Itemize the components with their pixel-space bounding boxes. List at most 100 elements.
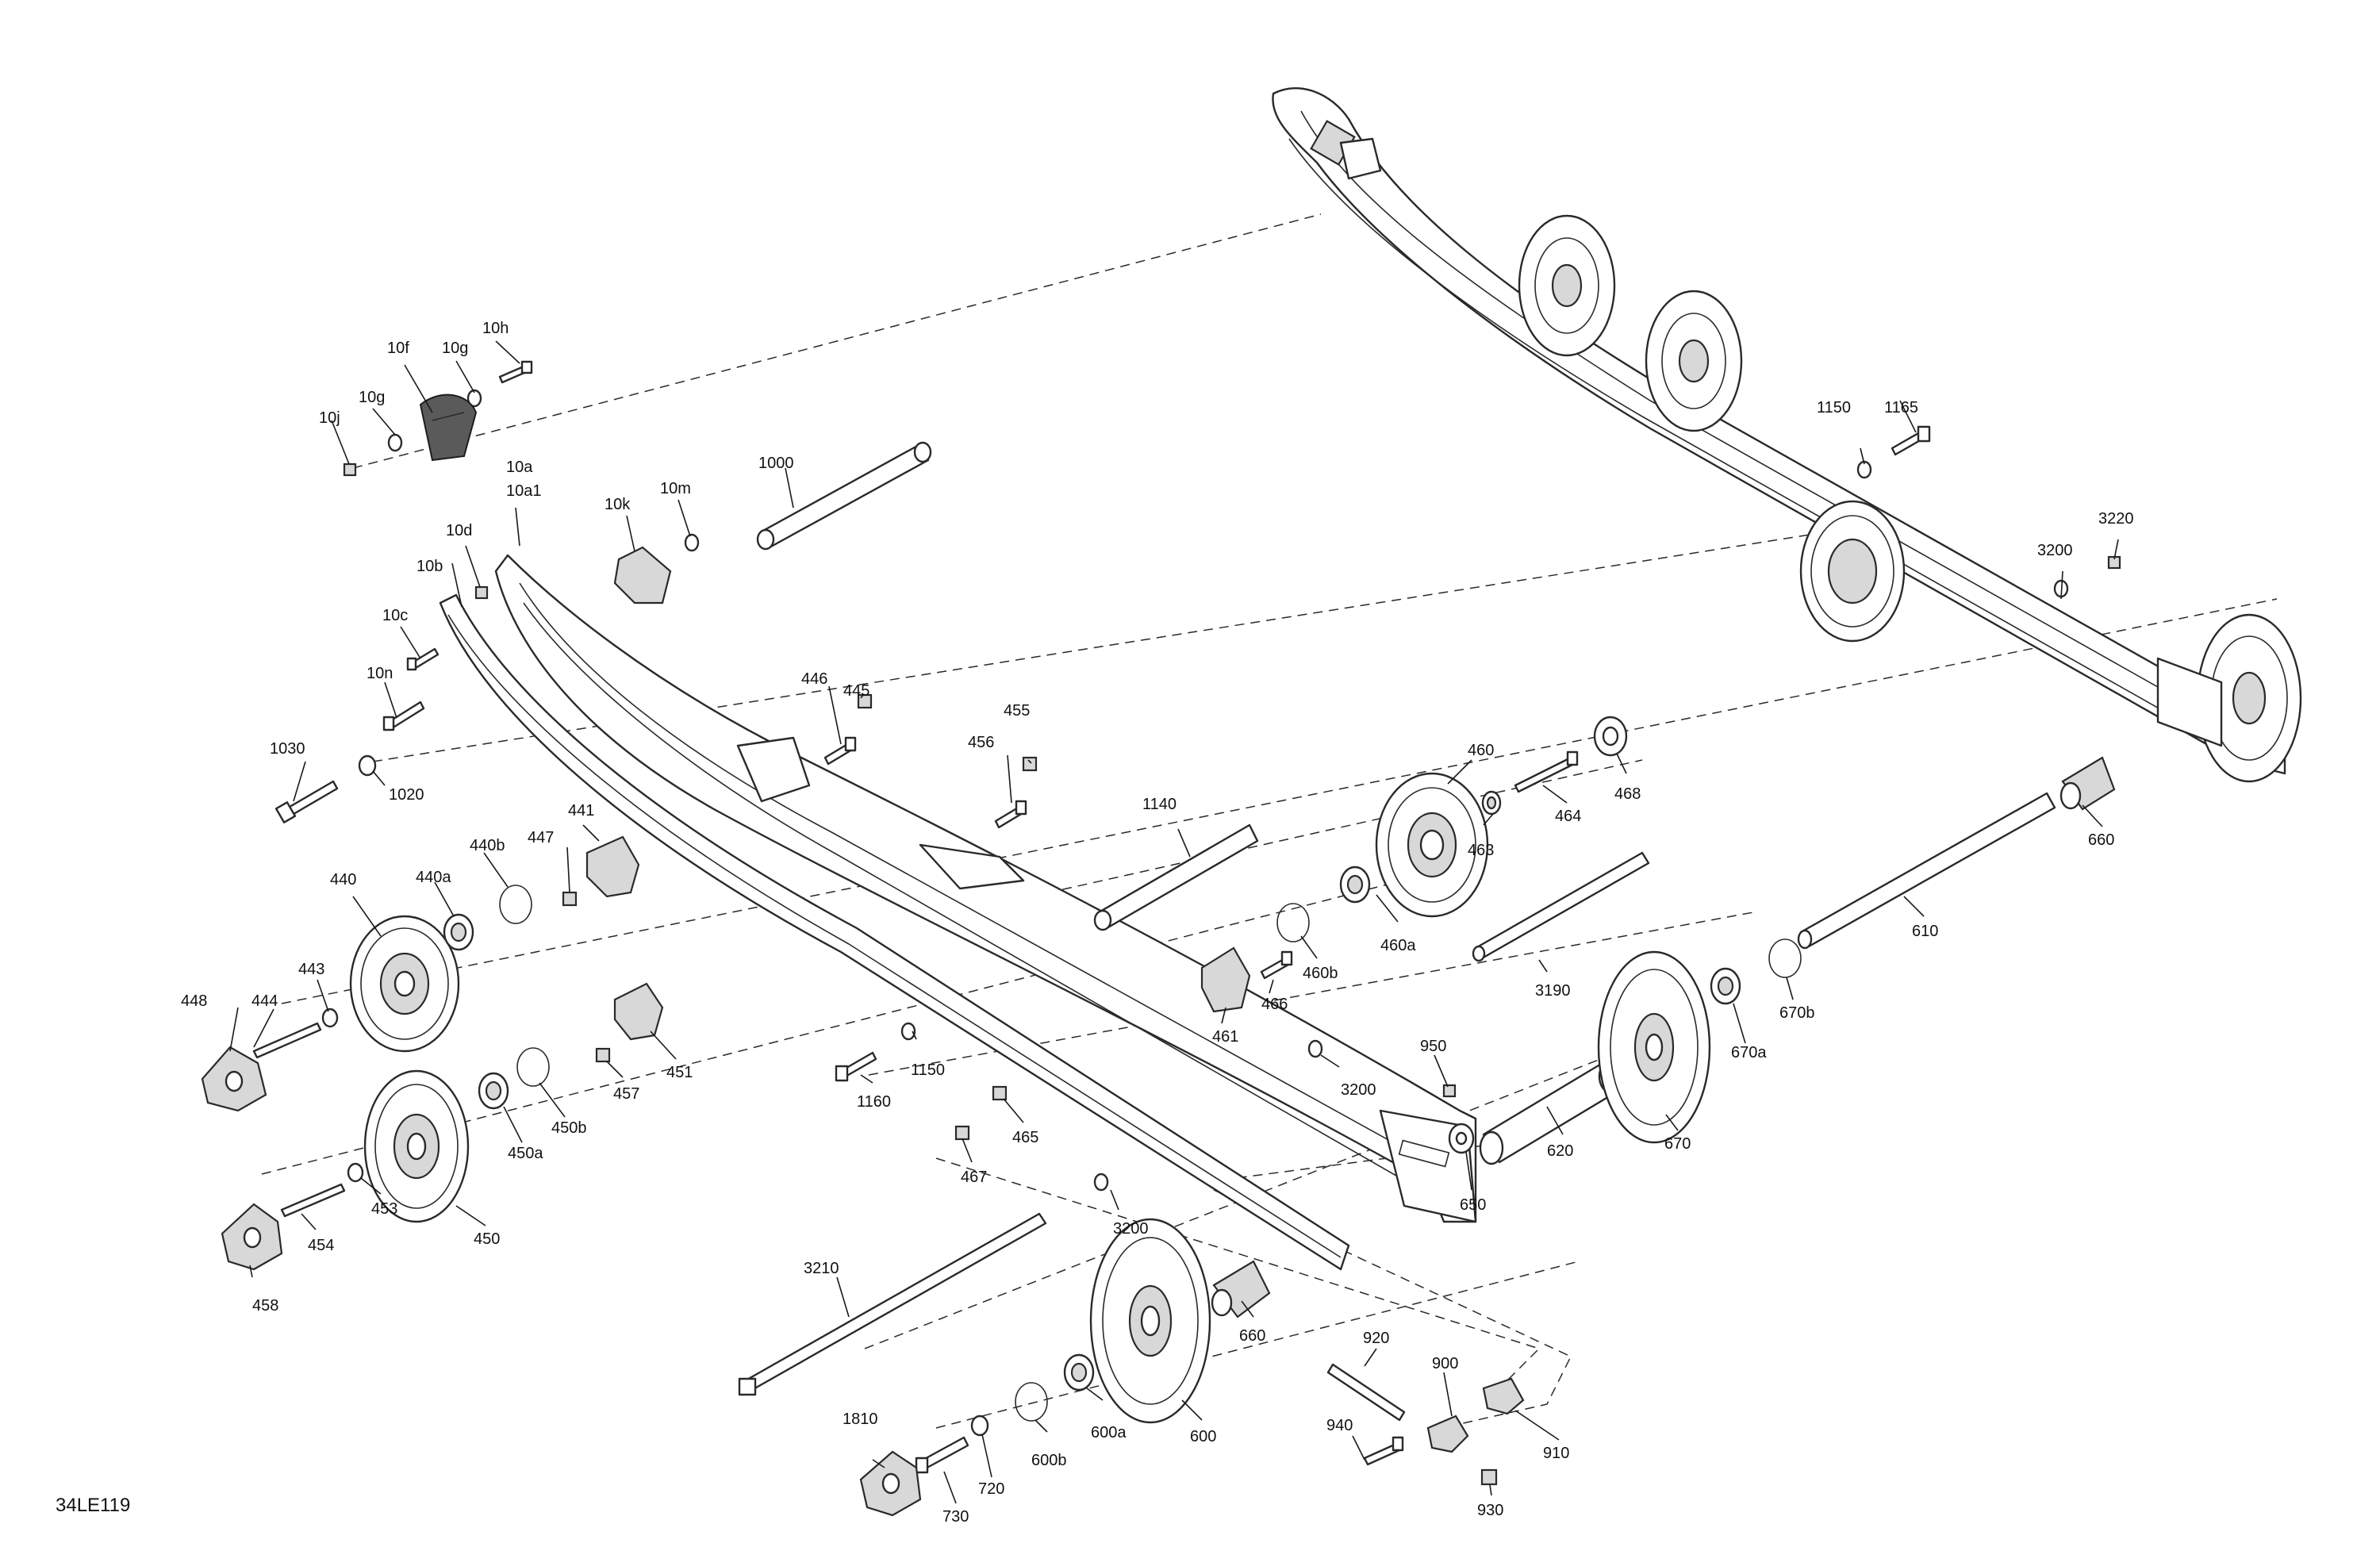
callout-900: 900 xyxy=(1432,1355,1458,1372)
callout-450: 450 xyxy=(474,1230,500,1248)
wheel-600 xyxy=(1089,1218,1211,1424)
callout-1150-lower: 1150 xyxy=(911,1061,945,1079)
star-hub-1810 xyxy=(859,1450,922,1517)
callout-10a1: 10a1 xyxy=(506,482,542,500)
ring-670b xyxy=(1768,938,1802,978)
callout-3200-right: 3200 xyxy=(2037,542,2073,559)
callout-10g-right: 10g xyxy=(442,340,468,357)
axle-920 xyxy=(1326,1363,1406,1422)
callout-457: 457 xyxy=(613,1085,639,1103)
callout-450b: 450b xyxy=(551,1119,587,1137)
leader-lines xyxy=(229,340,2119,1504)
ring-450b xyxy=(516,1047,550,1087)
callout-451: 451 xyxy=(666,1064,693,1081)
callout-670: 670 xyxy=(1664,1135,1691,1153)
callout-460: 460 xyxy=(1468,742,1494,759)
washer-468 xyxy=(1593,716,1628,757)
bolt-464 xyxy=(1514,750,1579,793)
slider-strip xyxy=(439,593,1350,1271)
callout-455: 455 xyxy=(1004,702,1030,720)
callout-10f: 10f xyxy=(387,340,409,357)
callout-10k: 10k xyxy=(605,496,631,513)
callout-1165: 1165 xyxy=(1884,399,1918,416)
nut-10j xyxy=(343,463,357,477)
wheel-460 xyxy=(1375,772,1489,918)
callout-10m: 10m xyxy=(660,480,691,497)
callout-450a: 450a xyxy=(508,1145,543,1162)
callout-454: 454 xyxy=(308,1237,334,1254)
bolt-940 xyxy=(1363,1436,1404,1466)
callout-10c: 10c xyxy=(382,607,408,624)
ring-440b xyxy=(499,885,532,924)
nut-457 xyxy=(595,1047,611,1063)
cap-10f xyxy=(419,393,478,462)
right-rail-assembly xyxy=(1272,86,2302,783)
washer-443 xyxy=(321,1008,339,1028)
wheel-440 xyxy=(349,915,460,1053)
bolt-730 xyxy=(915,1436,969,1474)
bolt-456 xyxy=(994,800,1027,829)
callout-10d: 10d xyxy=(446,522,472,539)
wheels xyxy=(349,772,1711,1424)
cap-660b xyxy=(2059,756,2116,811)
bolt-466 xyxy=(1260,950,1293,980)
washer-3200a xyxy=(1307,1039,1323,1058)
callout-460a: 460a xyxy=(1380,937,1416,954)
nut-10d xyxy=(474,585,489,600)
ring-460b xyxy=(1276,903,1310,942)
callout-670a: 670a xyxy=(1731,1044,1767,1061)
callout-440a: 440a xyxy=(416,869,451,886)
callout-446: 446 xyxy=(801,670,827,688)
callout-448: 448 xyxy=(181,992,207,1010)
nut-465 xyxy=(992,1085,1008,1101)
callout-720: 720 xyxy=(978,1480,1004,1498)
callout-600: 600 xyxy=(1190,1428,1216,1445)
shaft-1140 xyxy=(1093,823,1259,931)
nut-930 xyxy=(1480,1468,1498,1486)
wheel-670 xyxy=(1597,950,1711,1144)
cap-660a xyxy=(1211,1260,1271,1318)
callout-10n: 10n xyxy=(367,665,393,682)
callout-920: 920 xyxy=(1363,1330,1389,1347)
bearing-460a xyxy=(1339,866,1371,904)
bolt-1160 xyxy=(835,1051,877,1082)
bolt-1030 xyxy=(274,780,339,823)
block-441 xyxy=(585,835,640,898)
callout-463: 463 xyxy=(1468,842,1494,859)
callout-3200-mid: 3200 xyxy=(1341,1081,1376,1099)
callout-444: 444 xyxy=(251,992,278,1010)
document-id: 34LE119 xyxy=(56,1495,130,1516)
callout-600b: 600b xyxy=(1031,1452,1067,1469)
callout-441: 441 xyxy=(568,802,594,819)
callout-660-right: 660 xyxy=(2088,831,2114,849)
nut-467 xyxy=(954,1125,970,1141)
shaft-3210 xyxy=(738,1212,1047,1396)
callout-458: 458 xyxy=(252,1297,278,1315)
upper-idler-wheel-2 xyxy=(1645,290,1743,432)
bearing-440a xyxy=(443,913,474,951)
callout-610: 610 xyxy=(1912,923,1938,940)
bearing-670a xyxy=(1710,967,1741,1005)
bolt-454 xyxy=(280,1183,346,1218)
bearing-463 xyxy=(1481,790,1502,816)
callout-465: 465 xyxy=(1012,1129,1038,1146)
callout-1030: 1030 xyxy=(270,740,305,758)
bolt-446 xyxy=(823,736,857,766)
washer-1020 xyxy=(358,754,377,777)
callout-600a: 600a xyxy=(1091,1424,1127,1441)
wheel-450 xyxy=(363,1069,470,1223)
washer-650 xyxy=(1448,1123,1475,1154)
callout-730: 730 xyxy=(942,1508,969,1526)
bolt-1165 xyxy=(1891,425,1931,456)
bearings-and-rings xyxy=(321,389,2069,1437)
shaft-1000 xyxy=(756,441,932,551)
washer-3200b xyxy=(1093,1173,1109,1192)
callout-670b: 670b xyxy=(1779,1004,1815,1022)
callout-1000: 1000 xyxy=(758,455,794,472)
hub-900 xyxy=(1426,1414,1469,1453)
callout-1020: 1020 xyxy=(389,786,424,804)
left-rail-assembly xyxy=(439,554,1477,1271)
callout-1160: 1160 xyxy=(857,1093,891,1111)
blocks-and-caps xyxy=(201,393,2116,1517)
